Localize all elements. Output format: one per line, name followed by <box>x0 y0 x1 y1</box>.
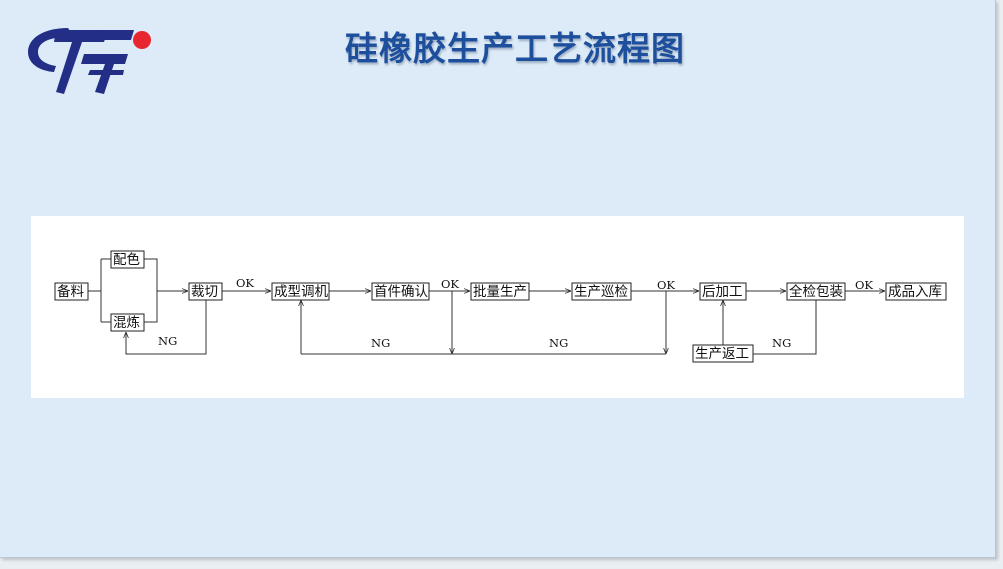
label-ng-quanjian: NG <box>772 336 791 350</box>
flow-edges <box>88 258 885 355</box>
label-ng-xunjian: NG <box>549 336 568 350</box>
svg-text:备料: 备料 <box>57 283 84 300</box>
svg-text:生产返工: 生产返工 <box>695 346 749 362</box>
svg-text:混炼: 混炼 <box>113 315 140 331</box>
label-ok-quanjian: OK <box>855 278 873 292</box>
edge-beiliao-to-peise-branch <box>88 258 111 323</box>
edge-caiqie-ng-to-hunlian <box>126 300 207 355</box>
label-ng-caiqie: NG <box>158 334 177 348</box>
svg-text:后加工: 后加工 <box>702 284 743 300</box>
label-ng-chengxing: NG <box>371 336 390 350</box>
edge-labels: OK OK OK OK NG NG NG NG <box>158 276 873 350</box>
edge-peise-hunlian-merge <box>144 258 188 323</box>
svg-text:配色: 配色 <box>113 251 140 268</box>
node-ruku: 成品入库 <box>885 282 947 301</box>
svg-text:首件确认: 首件确认 <box>374 284 428 300</box>
process-flowchart: OK OK OK OK NG NG NG NG 备料 配色 混炼 <box>54 250 947 363</box>
node-shoujian: 首件确认 <box>371 282 430 301</box>
edge-ng-bottom-line <box>301 300 666 355</box>
node-caiqie: 裁切 <box>188 282 223 301</box>
node-fangong: 生产返工 <box>692 344 754 363</box>
svg-text:生产巡检: 生产巡检 <box>574 284 628 300</box>
node-piliang: 批量生产 <box>470 282 530 301</box>
edge-quanjian-ng-to-fangong <box>753 300 817 355</box>
svg-text:成品入库: 成品入库 <box>888 284 942 300</box>
node-quanjian: 全检包装 <box>786 282 846 301</box>
node-beiliao: 备料 <box>54 282 89 301</box>
node-xunjian: 生产巡检 <box>571 282 632 301</box>
page-title: 硅橡胶生产工艺流程图 <box>345 29 685 68</box>
svg-text:成型调机: 成型调机 <box>274 284 328 300</box>
label-ok-xunjian: OK <box>657 278 675 292</box>
svg-text:全检包装: 全检包装 <box>789 283 843 300</box>
svg-text:批量生产: 批量生产 <box>473 284 527 300</box>
flowchart-panel: OK OK OK OK NG NG NG NG 备料 配色 混炼 <box>31 216 964 398</box>
node-peise: 配色 <box>110 250 145 269</box>
node-hunlian: 混炼 <box>110 313 145 332</box>
slide: 硅橡胶生产工艺流程图 <box>0 0 996 558</box>
node-chengxing: 成型调机 <box>271 282 330 301</box>
company-logo-icon <box>28 28 151 94</box>
label-ok-caiqie: OK <box>236 276 254 290</box>
label-ok-shoujian: OK <box>441 277 459 291</box>
node-houjiagong: 后加工 <box>699 282 747 301</box>
svg-text:裁切: 裁切 <box>191 284 218 300</box>
